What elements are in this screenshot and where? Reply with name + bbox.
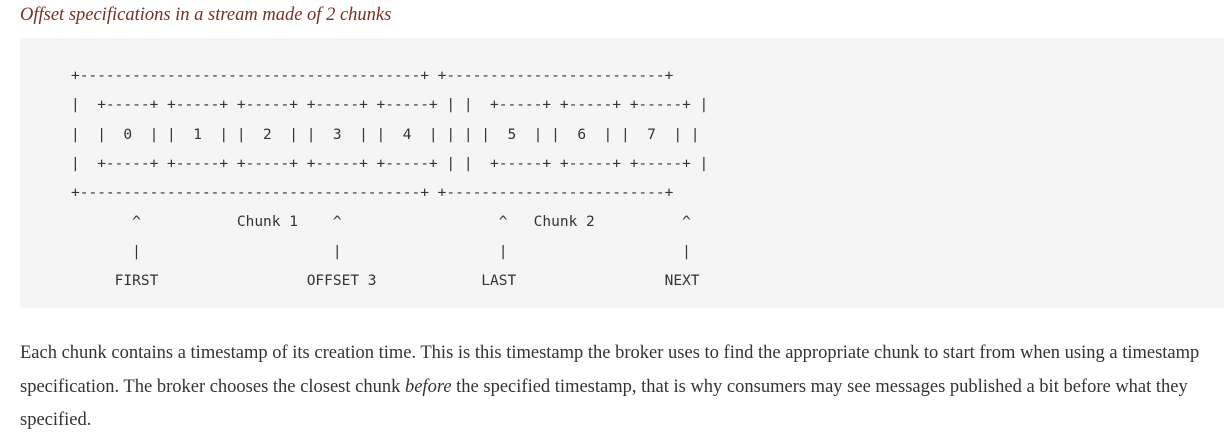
paragraph-text-after: the specified timestamp, that is why con…	[20, 376, 1188, 431]
diagram-line: | +-----+ +-----+ +-----+ +-----+ +-----…	[71, 155, 709, 172]
diagram-caption: Offset specifications in a stream made o…	[20, 5, 392, 25]
diagram-line: | +-----+ +-----+ +-----+ +-----+ +-----…	[71, 97, 709, 114]
diagram-line: +---------------------------------------…	[71, 185, 674, 202]
code-block: +---------------------------------------…	[20, 38, 1224, 308]
diagram-line: FIRST OFFSET 3 LAST NEXT	[71, 273, 700, 290]
diagram-line: | | 0 | | 1 | | 2 | | 3 | | 4 | | | | 5 …	[71, 126, 700, 143]
body-paragraph: Each chunk contains a timestamp of its c…	[20, 337, 1220, 438]
paragraph-emphasis: before	[404, 376, 452, 397]
diagram-line: +---------------------------------------…	[71, 68, 674, 84]
paragraph-text-before: Each chunk contains a timestamp of its c…	[20, 343, 1200, 397]
diagram-line: ^ Chunk 1 ^ ^ Chunk 2 ^	[71, 214, 691, 231]
offset-diagram: +---------------------------------------…	[71, 62, 708, 296]
diagram-line: | | | |	[71, 243, 691, 260]
